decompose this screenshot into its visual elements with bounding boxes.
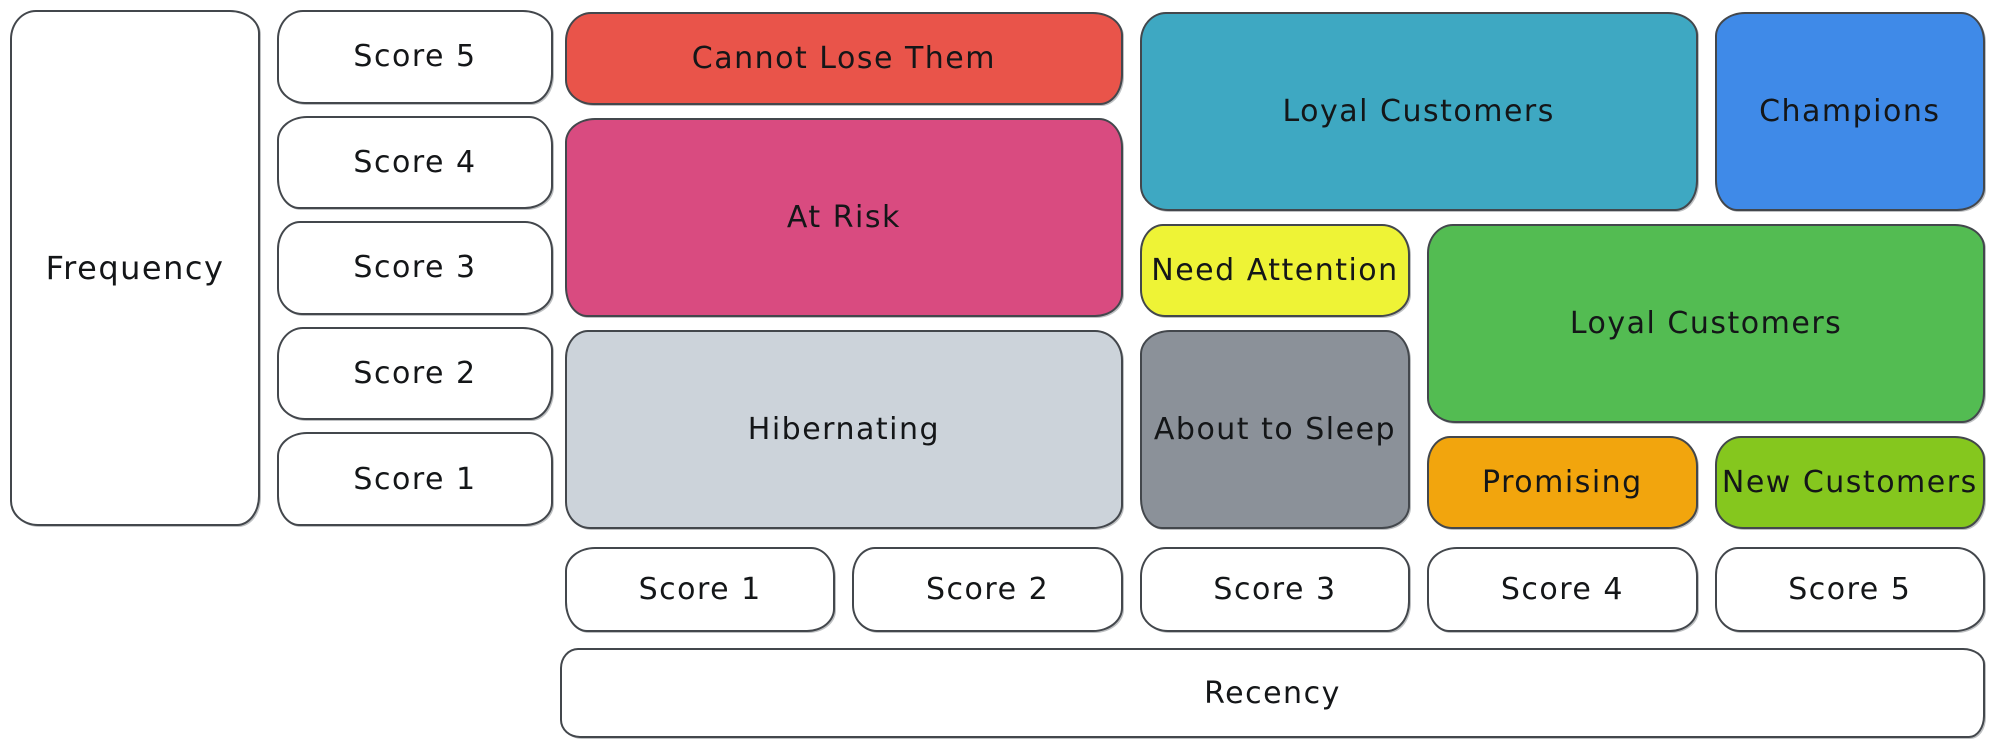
frequency-axis-label-box: Frequency <box>10 10 260 526</box>
segment-new-customers-label: New Customers <box>1721 465 1978 500</box>
frequency-score-2-label: Score 2 <box>353 356 477 392</box>
segment-at-risk-label: At Risk <box>786 200 901 235</box>
recency-axis-label: Recency <box>1204 675 1341 711</box>
frequency-axis-label: Frequency <box>45 249 225 287</box>
recency-score-row: Score 1 Score 2 Score 3 Score 4 Score 5 <box>565 547 1985 632</box>
recency-axis-label-box: Recency <box>560 648 1985 738</box>
segment-promising: Promising <box>1427 436 1698 529</box>
segment-about-to-sleep-label: About to Sleep <box>1153 412 1397 447</box>
recency-score-4: Score 4 <box>1427 547 1698 632</box>
recency-score-1: Score 1 <box>565 547 836 632</box>
segment-champions: Champions <box>1714 12 1985 211</box>
segment-new-customers: New Customers <box>1714 436 1985 529</box>
segment-champions-label: Champions <box>1759 94 1941 129</box>
recency-score-5: Score 5 <box>1714 547 1985 632</box>
recency-score-5-label: Score 5 <box>1788 572 1912 607</box>
recency-score-3: Score 3 <box>1139 547 1411 632</box>
recency-score-2-label: Score 2 <box>926 572 1050 607</box>
recency-score-4-label: Score 4 <box>1500 572 1624 607</box>
segment-need-attention-label: Need Attention <box>1151 253 1399 288</box>
frequency-score-1: Score 1 <box>277 432 553 526</box>
segment-cannot-lose-them: Cannot Lose Them <box>565 12 1123 105</box>
segment-loyal-customers-2-label: Loyal Customers <box>1569 306 1843 341</box>
recency-score-3-label: Score 3 <box>1213 572 1337 607</box>
recency-score-2: Score 2 <box>852 547 1123 632</box>
segment-need-attention: Need Attention <box>1139 224 1411 317</box>
segment-loyal-customers-2: Loyal Customers <box>1427 224 1985 423</box>
frequency-score-column: Score 5 Score 4 Score 3 Score 2 Score 1 <box>277 10 553 526</box>
segment-hibernating-label: Hibernating <box>747 412 941 447</box>
frequency-score-3-label: Score 3 <box>353 250 477 286</box>
segment-hibernating: Hibernating <box>565 330 1123 529</box>
segment-loyal-customers: Loyal Customers <box>1139 12 1698 211</box>
frequency-score-5-label: Score 5 <box>353 39 477 75</box>
frequency-score-3: Score 3 <box>277 221 553 315</box>
segment-cannot-lose-them-label: Cannot Lose Them <box>691 41 996 76</box>
segment-loyal-customers-label: Loyal Customers <box>1282 94 1555 129</box>
frequency-score-2: Score 2 <box>277 326 553 421</box>
recency-score-1-label: Score 1 <box>638 572 762 607</box>
segment-at-risk: At Risk <box>565 118 1123 317</box>
frequency-score-4: Score 4 <box>277 115 553 210</box>
frequency-score-1-label: Score 1 <box>353 461 477 497</box>
segment-about-to-sleep: About to Sleep <box>1139 330 1411 529</box>
frequency-score-4-label: Score 4 <box>353 144 477 180</box>
frequency-score-5: Score 5 <box>277 10 553 104</box>
segment-promising-label: Promising <box>1482 465 1643 500</box>
